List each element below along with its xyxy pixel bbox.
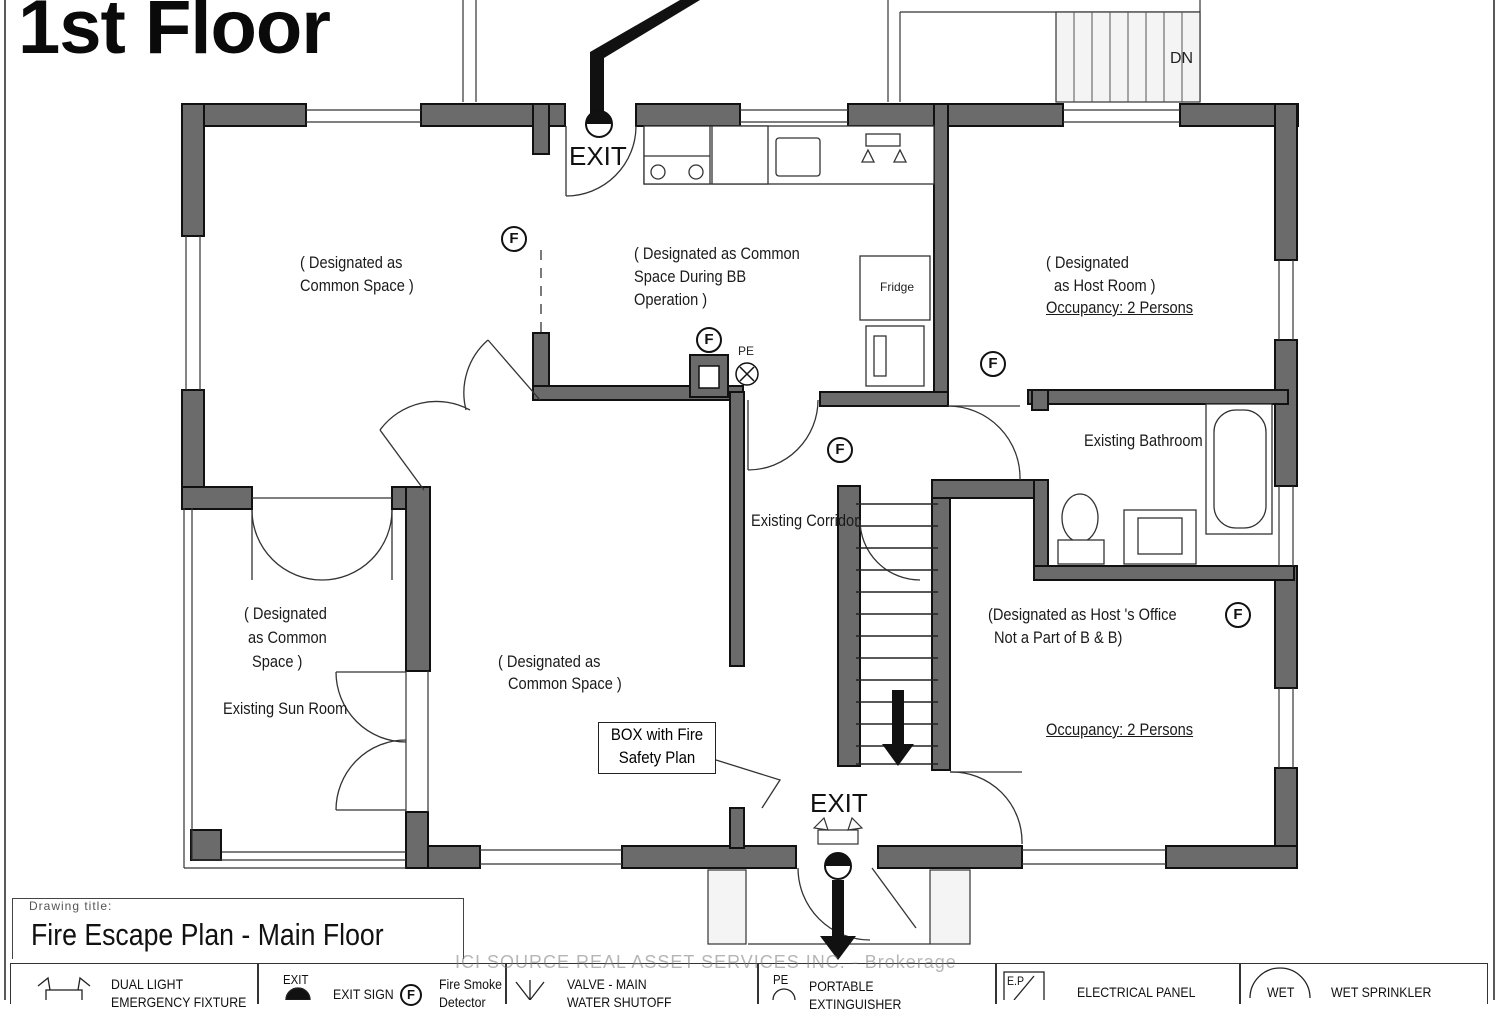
office-label-line1: (Designated as Host 's Office: [988, 605, 1177, 624]
legend-fire-smoke-label: Fire Smoke: [439, 976, 502, 992]
north-exit-label: EXIT: [569, 141, 627, 171]
sun-room-designation-line2: as Common: [248, 628, 327, 647]
south-exit-arrow: [820, 880, 856, 960]
legend-pe-tag: PE: [773, 972, 789, 987]
smoke-detector-icon: F: [501, 226, 527, 252]
kitchen-label-line3: Operation ): [634, 290, 708, 309]
smoke-detector-icon: F: [980, 351, 1006, 377]
watermark: ICI SOURCE REAL ASSET SERVICES INC. - Br…: [455, 952, 957, 972]
fridge-label: Fridge: [880, 280, 915, 294]
host-room-line1: ( Designated: [1046, 253, 1129, 272]
office-label-line2: Not a Part of B & B): [994, 628, 1123, 647]
legend-exit-sign-label: EXIT SIGN: [333, 986, 394, 1002]
legend-ep-tag: E.P: [1007, 974, 1025, 988]
bathroom-label: Existing Bathroom: [1084, 431, 1203, 450]
fire-safety-plan-box: BOX with Fire Safety Plan: [598, 722, 716, 774]
legend-wet-tag: WET: [1267, 984, 1295, 1000]
kitchen-label-line1: ( Designated as Common: [634, 244, 800, 263]
sun-room-label: Existing Sun Room: [223, 699, 348, 718]
common-space-center-line1: ( Designated as: [498, 652, 601, 671]
portable-extinguisher-icon: [735, 362, 759, 386]
exit-fixture-south: [824, 852, 852, 880]
legend-portable-label2: EXTINGUISHER: [809, 996, 902, 1012]
legend-valve-label: VALVE - MAIN: [567, 976, 647, 992]
legend-dual-light-label2: EMERGENCY FIXTURE: [111, 994, 247, 1010]
smoke-detector-icon: F: [1225, 602, 1251, 628]
drawing-title-caption: Drawing title:: [29, 899, 113, 913]
host-room-line2: as Host Room ): [1054, 276, 1156, 295]
drawing-title-block: Drawing title: Fire Escape Plan - Main F…: [12, 898, 464, 959]
stair-down-label: DN: [1170, 50, 1194, 67]
common-space-nw-line2: Common Space ): [300, 276, 414, 295]
legend-exit-tag: EXIT: [283, 972, 309, 987]
north-exit-arrow: [590, 0, 700, 120]
pe-label: PE: [738, 344, 755, 358]
legend-wet-sprinkler-label: WET SPRINKLER: [1331, 984, 1432, 1000]
host-room-occupancy: Occupancy: 2 Persons: [1046, 298, 1194, 317]
fire-safety-plan-box-line2: Safety Plan: [618, 748, 696, 767]
common-space-nw-line1: ( Designated as: [300, 253, 403, 272]
drawing-title: Fire Escape Plan - Main Floor: [31, 917, 384, 952]
office-occupancy: Occupancy: 2 Persons: [1046, 720, 1194, 739]
smoke-detector-icon: F: [696, 327, 722, 353]
sun-room-designation-line1: ( Designated: [244, 604, 327, 623]
sun-room-designation-line3: Space ): [252, 652, 303, 671]
legend-dual-light-label: DUAL LIGHT: [111, 976, 184, 992]
stair-down-arrow: [882, 690, 914, 766]
legend-fire-smoke-detector-icon: F: [400, 984, 422, 1006]
exterior-stair-north: [1055, 11, 1201, 103]
south-exit-label: EXIT: [810, 788, 868, 818]
fire-safety-plan-box-line1: BOX with Fire: [610, 725, 704, 744]
exit-fixture-north: [585, 110, 613, 138]
legend-electrical-panel-label: ELECTRICAL PANEL: [1077, 984, 1196, 1000]
page-title: 1st Floor: [18, 0, 331, 70]
corridor-label: Existing Corridor: [751, 511, 860, 530]
common-space-center-line2: Common Space ): [508, 674, 622, 693]
legend-fire-smoke-label2: Detector: [439, 994, 486, 1010]
smoke-detector-icon: F: [827, 437, 853, 463]
legend-valve-label2: WATER SHUTOFF: [567, 994, 672, 1010]
legend-portable-label: PORTABLE: [809, 978, 874, 994]
kitchen-label-line2: Space During BB: [634, 267, 747, 286]
